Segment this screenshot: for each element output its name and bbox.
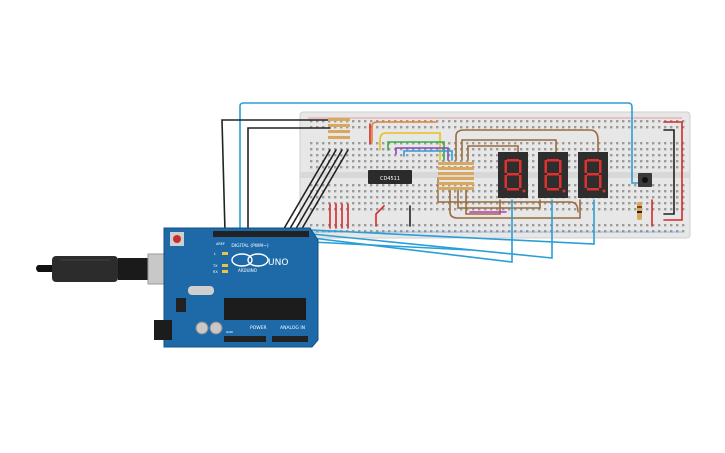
- reset-icon: [173, 235, 181, 243]
- resistor-array-top[interactable]: [328, 118, 350, 139]
- display-2[interactable]: [538, 152, 568, 198]
- decimal-point: [602, 189, 606, 193]
- usb-cable[interactable]: [36, 253, 177, 285]
- segment-d: [507, 188, 519, 191]
- analog-label: ANALOG IN: [280, 325, 305, 331]
- arduino-uno-board[interactable]: DIGITAL (PWM~) AREF ARDUINO UNO L TX RX …: [36, 227, 319, 348]
- segment-e: [504, 175, 507, 188]
- segment-f: [544, 160, 547, 173]
- decimal-point: [522, 189, 526, 193]
- cd4511-ic[interactable]: CD4511: [368, 170, 412, 184]
- svg-text:RX: RX: [213, 270, 218, 274]
- digital-header-label: DIGITAL (PWM~): [231, 243, 269, 249]
- segment-e: [584, 175, 587, 188]
- digital-header[interactable]: [213, 231, 309, 237]
- ic-label: CD4511: [380, 176, 400, 182]
- arduino-logo-icon: [231, 253, 253, 267]
- status-leds: L TX RX: [212, 252, 228, 274]
- wires[interactable]: [221, 102, 683, 263]
- seven-segment-displays[interactable]: [498, 152, 608, 198]
- segment-g: [507, 173, 519, 176]
- segment-b: [599, 160, 602, 173]
- segment-f: [584, 160, 587, 173]
- segment-c: [519, 175, 522, 188]
- segment-d: [587, 188, 599, 191]
- gnd-label: GND: [226, 330, 234, 334]
- segment-f: [504, 160, 507, 173]
- display-3[interactable]: [578, 152, 608, 198]
- segment-d: [547, 188, 559, 191]
- capacitor-1: [195, 321, 209, 335]
- pushbutton[interactable]: [638, 173, 652, 187]
- pulldown-resistor[interactable]: [637, 202, 642, 220]
- segment-a: [587, 159, 599, 162]
- power-header[interactable]: [224, 336, 266, 342]
- segment-a: [507, 159, 519, 162]
- decimal-point: [562, 189, 566, 193]
- power-jack[interactable]: [154, 320, 172, 340]
- power-label: POWER: [250, 325, 267, 331]
- crystal: [188, 286, 214, 295]
- voltage-regulator: [176, 298, 186, 312]
- resistor-array-mid[interactable]: [438, 162, 474, 190]
- atmega-chip: [224, 298, 306, 320]
- segment-a: [547, 159, 559, 162]
- segment-b: [519, 160, 522, 173]
- svg-text:L: L: [214, 252, 216, 256]
- model-label: UNO: [268, 258, 288, 268]
- segment-c: [559, 175, 562, 188]
- segment-b: [559, 160, 562, 173]
- aref-label: AREF: [216, 242, 225, 246]
- analog-header[interactable]: [272, 336, 308, 342]
- capacitor-2: [209, 321, 223, 335]
- brand-label: ARDUINO: [238, 268, 257, 273]
- segment-e: [544, 175, 547, 188]
- segment-c: [599, 175, 602, 188]
- svg-text:TX: TX: [212, 264, 218, 268]
- segment-g: [547, 173, 559, 176]
- display-1[interactable]: [498, 152, 528, 198]
- segment-g: [587, 173, 599, 176]
